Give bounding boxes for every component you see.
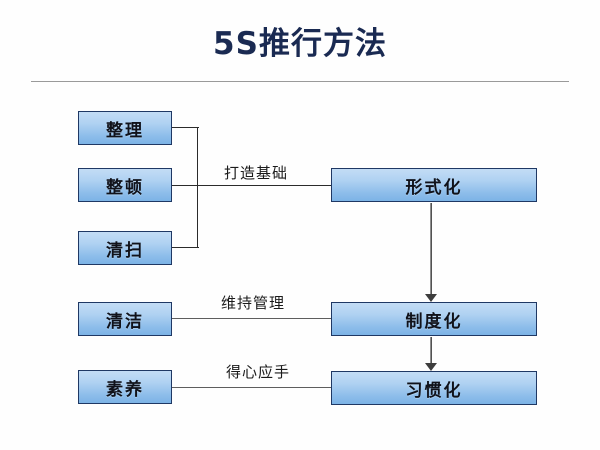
box-seiri[interactable]: 整理: [78, 111, 172, 145]
box-seiton[interactable]: 整顿: [78, 168, 172, 202]
connector-bracket-trunk: [197, 185, 331, 187]
connector-seiso-stub: [172, 247, 199, 249]
page-title: 5S推行方法: [213, 26, 387, 62]
connector-seiri-stub: [172, 127, 199, 129]
connector-seiton-stub: [172, 185, 199, 187]
title-divider: [31, 81, 569, 82]
connector-shitsuke-to-habitualization: [172, 387, 331, 389]
connector-bracket-vertical: [197, 127, 199, 248]
edge-label-mastery: 得心应手: [226, 363, 291, 381]
arrow-institutionalization-to-habitualization: [430, 337, 432, 366]
box-seiso[interactable]: 清扫: [78, 231, 172, 265]
box-seiketsu[interactable]: 清洁: [78, 302, 172, 336]
arrowhead-down-icon: [425, 294, 437, 302]
box-habitualization[interactable]: 习惯化: [331, 371, 537, 405]
edge-label-maintain-management: 维持管理: [221, 294, 286, 312]
edge-label-build-foundation: 打造基础: [224, 164, 289, 182]
box-shitsuke[interactable]: 素养: [78, 370, 172, 404]
connector-seiketsu-to-institutionalization: [172, 318, 331, 320]
arrow-formalization-to-institutionalization: [430, 203, 432, 296]
box-formalization[interactable]: 形式化: [331, 168, 537, 202]
box-institutionalization[interactable]: 制度化: [331, 302, 537, 336]
arrowhead-down-icon: [425, 363, 437, 371]
